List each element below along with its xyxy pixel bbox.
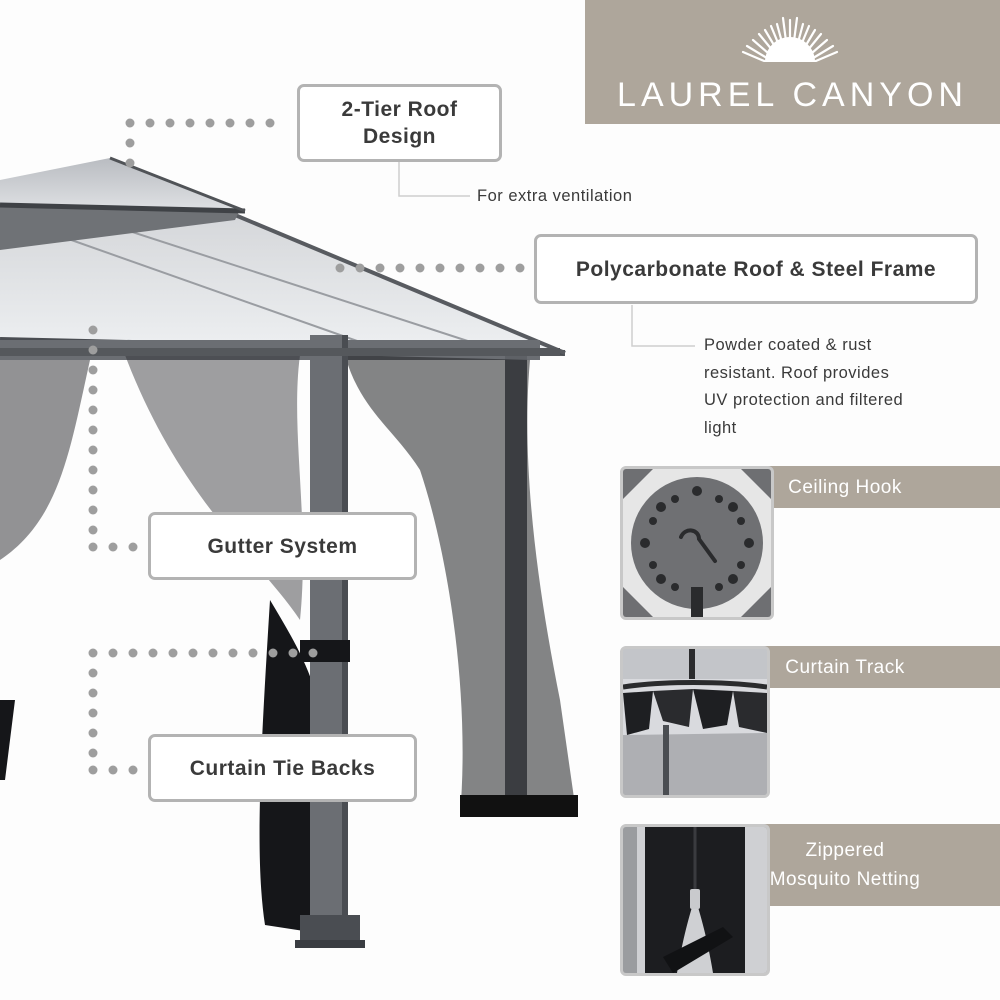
gazebo-illustration (0, 156, 578, 948)
powder-coated-note-line: resistant. Roof provides (704, 363, 890, 382)
powder-coated-note-line: Powder coated & rust (704, 336, 872, 354)
callout-curtain-tie-backs-label: Curtain Tie Backs (189, 756, 376, 780)
callout-polycarbonate-roof: Polycarbonate Roof & Steel Frame (534, 234, 978, 304)
feature-label: Zippered (805, 840, 885, 861)
feature-label: Ceiling Hook (788, 476, 902, 498)
ceiling-hook-photo (620, 466, 774, 620)
curtain-track-icon (623, 649, 767, 795)
zippered-netting-photo (620, 824, 770, 976)
ventilation-note: For extra ventilation (477, 187, 633, 205)
callout-gutter-system-label: Gutter System (207, 534, 358, 558)
curtain-track-photo (620, 646, 770, 798)
callout-2-tier-roof-label: 2-Tier Roof Design (341, 98, 458, 148)
powder-coated-note-line: light (704, 418, 737, 437)
sunburst-icon (725, 16, 855, 74)
powder-coated-note-line: UV protection and filtered (704, 391, 904, 409)
feature-label: Mosquito Netting (769, 869, 921, 890)
callout-2-tier-roof: 2-Tier Roof Design (297, 84, 502, 162)
feature-label: Curtain Track (785, 656, 905, 678)
zipper-icon (623, 827, 767, 973)
powder-coated-note: Powder coated & rust resistant. Roof pro… (704, 332, 903, 442)
leader-lines (88, 118, 525, 775)
polycarbonate-note-leader (631, 305, 695, 347)
callout-polycarbonate-roof-label: Polycarbonate Roof & Steel Frame (575, 257, 937, 281)
brand-banner: LAUREL CANYON (585, 0, 1000, 124)
brand-name: LAUREL CANYON (617, 76, 968, 114)
callout-gutter-system: Gutter System (148, 512, 417, 580)
callout-curtain-tie-backs: Curtain Tie Backs (148, 734, 417, 802)
ceiling-hook-icon (623, 469, 771, 617)
